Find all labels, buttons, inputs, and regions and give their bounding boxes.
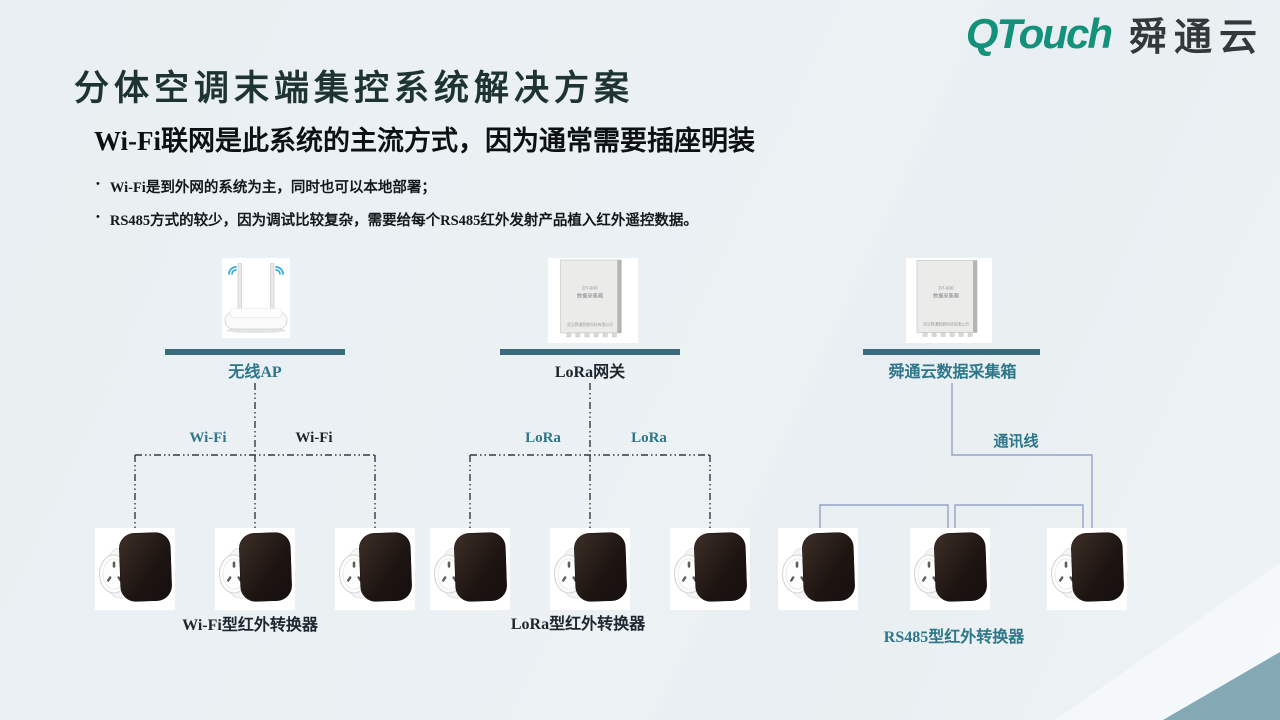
data-collection-box-image (906, 258, 992, 343)
group-label-rs485-converters: RS485型红外转换器 (883, 629, 1025, 646)
wireless-ap-image (222, 258, 290, 338)
link-label-wifi-left: Wi-Fi (189, 430, 227, 446)
subtitle: Wi-Fi联网是此系统的主流方式，因为通常需要插座明装 (94, 126, 755, 156)
corner-teal-triangle (1163, 652, 1280, 720)
link-label-lora-left: LoRa (525, 430, 561, 446)
page-title: 分体空调末端集控系统解决方案 (74, 69, 635, 108)
link-label-wifi-right: Wi-Fi (295, 430, 333, 446)
smart-plug-device (670, 528, 750, 610)
smart-plug-device (95, 528, 175, 610)
smart-plug-device (430, 528, 510, 610)
bullet-text: RS485方式的较少，因为调试比较复杂，需要给每个RS485红外发射产品植入红外… (109, 213, 698, 229)
bullet-list: • Wi-Fi是到外网的系统为主，同时也可以本地部署； • RS485方式的较少… (96, 176, 698, 242)
link-label-comm-line: 通讯线 (993, 434, 1039, 450)
rs485-trunk-line (951, 383, 1093, 528)
qtouch-logo: QTouch (965, 9, 1113, 57)
smart-plug-device (215, 528, 295, 610)
smart-plug-device (335, 528, 415, 610)
lora-gateway-image (548, 258, 638, 343)
device-underline-bar (165, 349, 345, 355)
device-underline-bar (863, 349, 1040, 355)
data-collection-box-label: 舜通云数据采集箱 (888, 364, 1017, 381)
smart-plug-device (1047, 528, 1127, 610)
bullet-text: Wi-Fi是到外网的系统为主，同时也可以本地部署； (109, 180, 436, 196)
lora-gateway-label: LoRa网关 (554, 364, 626, 381)
link-label-lora-right: LoRa (631, 430, 667, 446)
brand-logo: QTouch 舜通云 (966, 6, 1264, 61)
shuntongyun-logo: 舜通云 (1128, 17, 1264, 59)
connection-lines (134, 383, 1093, 528)
lora-connection-lines (469, 383, 711, 528)
smart-plug-device (550, 528, 630, 610)
smart-plug-device (778, 528, 858, 610)
bullet-dot-icon: • (96, 178, 100, 190)
bullet-dot-icon: • (96, 211, 100, 223)
wireless-ap-label: 无线AP (228, 364, 282, 381)
wifi-connection-lines (134, 383, 376, 528)
group-label-wifi-converters: Wi-Fi型红外转换器 (182, 617, 318, 634)
bullet-item: • Wi-Fi是到外网的系统为主，同时也可以本地部署； (96, 176, 698, 197)
smart-plug-device (910, 528, 990, 610)
bullet-item: • RS485方式的较少，因为调试比较复杂，需要给每个RS485红外发射产品植入… (96, 209, 698, 230)
rs485-daisy-chain-lines (819, 504, 1084, 528)
group-label-lora-converters: LoRa型红外转换器 (510, 616, 646, 633)
device-underline-bar (500, 349, 680, 355)
